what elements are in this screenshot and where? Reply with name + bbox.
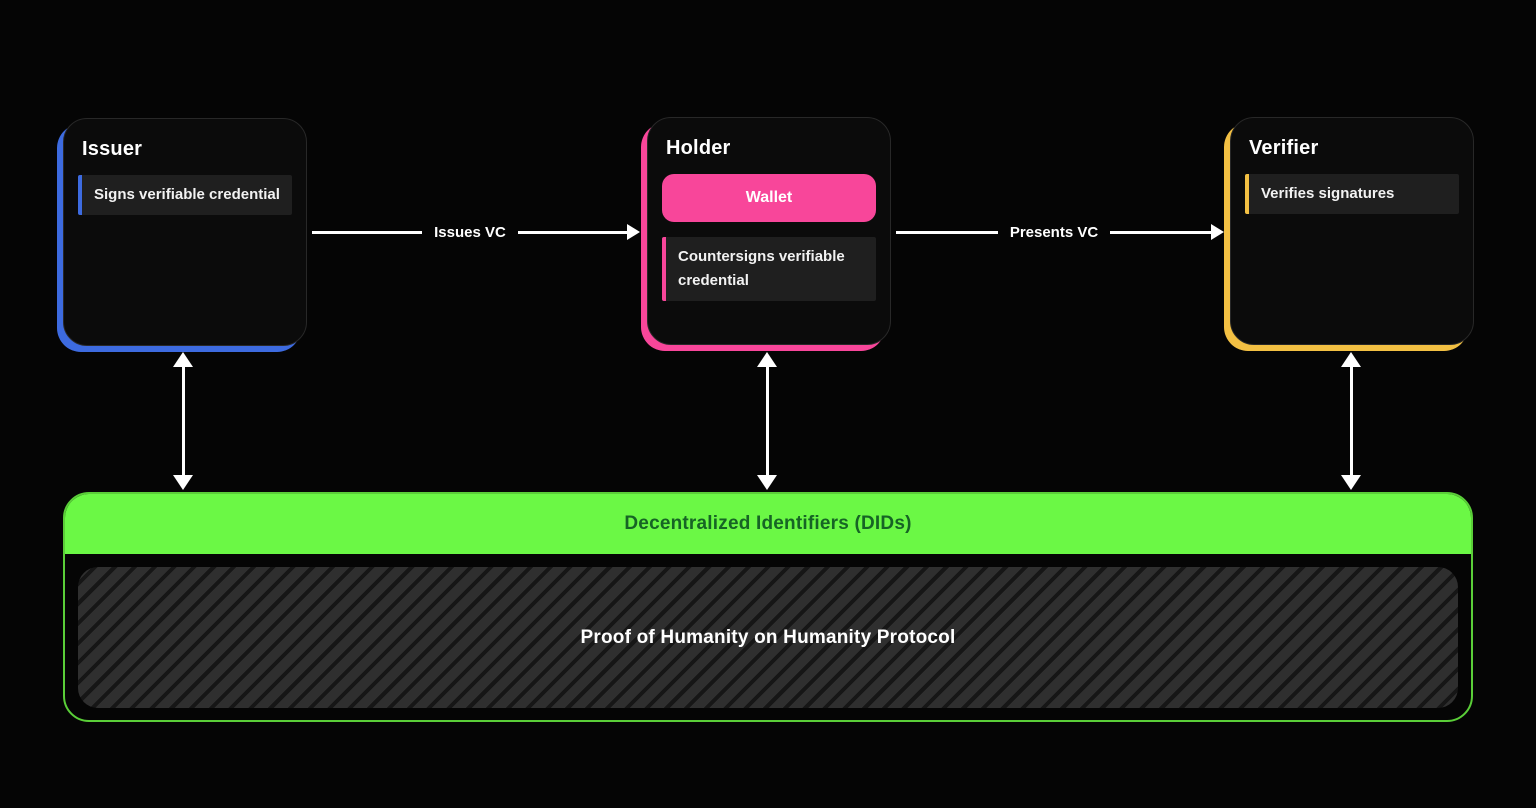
dids-layer: Decentralized Identifiers (DIDs) Proof o… bbox=[63, 492, 1473, 722]
node-holder-title: Holder bbox=[666, 137, 731, 159]
node-holder: Holder Wallet Countersigns verifiable cr… bbox=[647, 117, 891, 345]
node-issuer: Issuer Signs verifiable credential bbox=[63, 118, 307, 346]
edge-presents-vc: Presents VC bbox=[896, 221, 1224, 243]
edge-holder-dids bbox=[756, 352, 778, 490]
node-holder-item-label: Countersigns verifiable credential bbox=[678, 248, 845, 289]
wallet-badge-label: Wallet bbox=[745, 189, 793, 206]
node-verifier-title: Verifier bbox=[1249, 137, 1319, 159]
arrow-up-icon bbox=[757, 352, 777, 367]
arrow-down-icon bbox=[757, 475, 777, 490]
dids-layer-title: Decentralized Identifiers (DIDs) bbox=[624, 513, 912, 534]
edge-line bbox=[181, 367, 185, 475]
arrow-right-icon bbox=[627, 224, 640, 240]
node-verifier-item-label: Verifies signatures bbox=[1261, 185, 1395, 202]
edge-verifier-dids bbox=[1340, 352, 1362, 490]
edge-issuer-dids bbox=[172, 352, 194, 490]
arrow-up-icon bbox=[173, 352, 193, 367]
dids-layer-header: Decentralized Identifiers (DIDs) bbox=[65, 494, 1471, 554]
node-verifier: Verifier Verifies signatures bbox=[1230, 117, 1474, 345]
edge-line bbox=[312, 230, 423, 234]
edge-issues-vc: Issues VC bbox=[312, 221, 640, 243]
arrow-up-icon bbox=[1341, 352, 1361, 367]
edge-presents-vc-label: Presents VC bbox=[1009, 223, 1099, 241]
edge-line bbox=[896, 230, 998, 234]
edge-line bbox=[765, 367, 769, 475]
edge-line bbox=[1110, 230, 1212, 234]
node-issuer-item: Signs verifiable credential bbox=[78, 175, 292, 215]
edge-line bbox=[1349, 367, 1353, 475]
dids-layer-body: Proof of Humanity on Humanity Protocol bbox=[65, 554, 1471, 720]
arrow-down-icon bbox=[173, 475, 193, 490]
node-holder-item: Countersigns verifiable credential bbox=[662, 237, 876, 301]
node-verifier-item: Verifies signatures bbox=[1245, 174, 1459, 214]
edge-line bbox=[517, 230, 628, 234]
wallet-badge: Wallet bbox=[662, 174, 876, 222]
edge-issues-vc-label: Issues VC bbox=[434, 223, 506, 241]
proof-of-humanity-label: Proof of Humanity on Humanity Protocol bbox=[580, 626, 956, 648]
proof-of-humanity-box: Proof of Humanity on Humanity Protocol bbox=[78, 567, 1458, 708]
node-issuer-item-label: Signs verifiable credential bbox=[94, 186, 280, 203]
arrow-right-icon bbox=[1211, 224, 1224, 240]
node-issuer-title: Issuer bbox=[82, 138, 143, 160]
arrow-down-icon bbox=[1341, 475, 1361, 490]
